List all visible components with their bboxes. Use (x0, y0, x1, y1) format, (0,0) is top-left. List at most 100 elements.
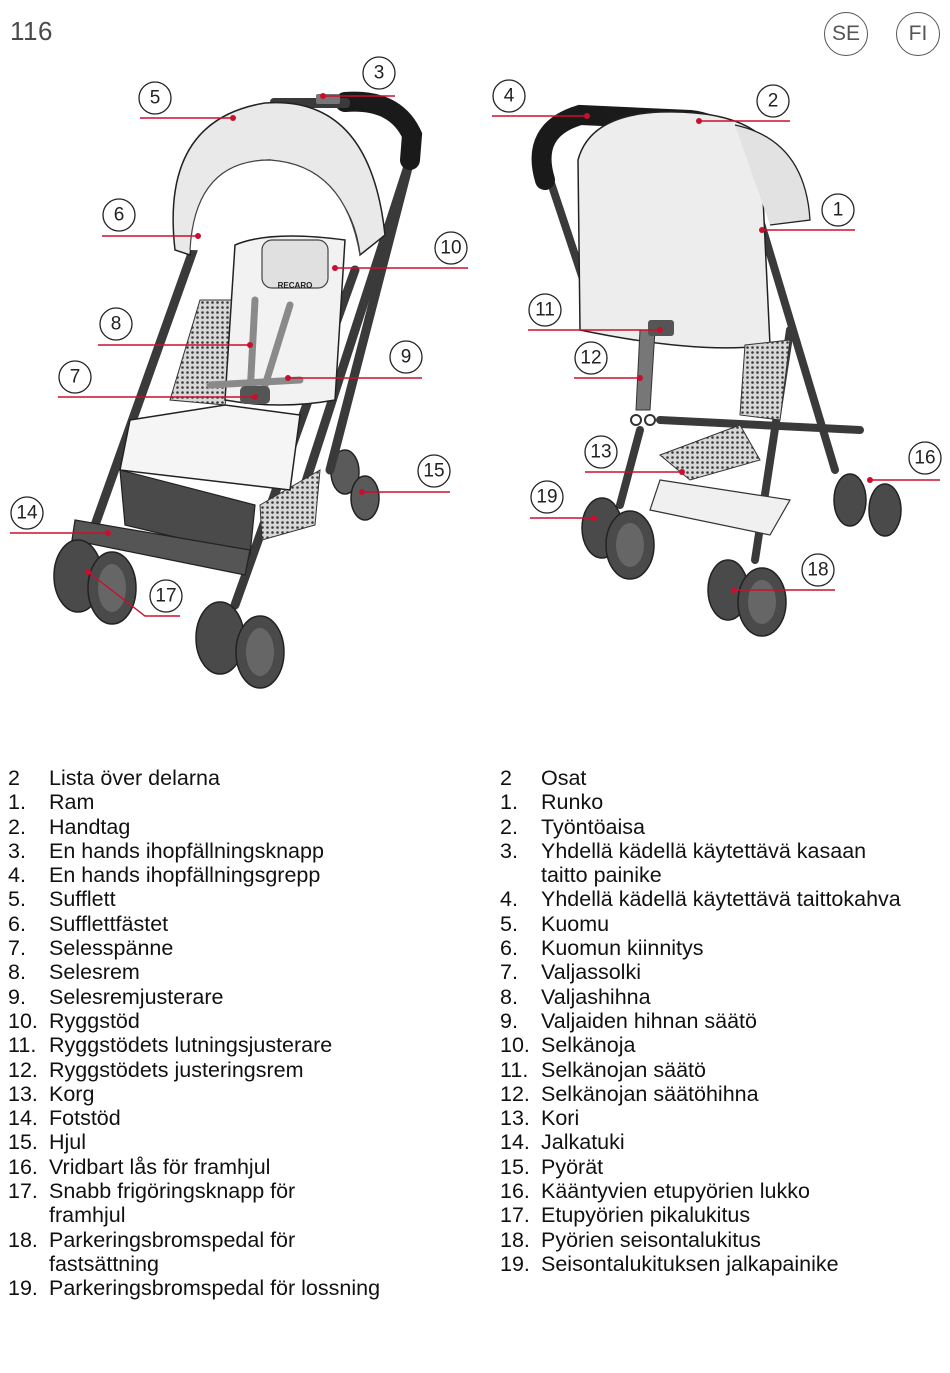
callout-8: 8 (99, 307, 133, 341)
svg-text:19: 19 (536, 487, 557, 508)
item-number: 17. (8, 1179, 38, 1204)
callout-15: 15 (417, 454, 451, 488)
item-number: 10. (8, 1008, 38, 1033)
item-text: Yhdellä kädellä käytettävä taittokahva (541, 887, 901, 912)
item-text: Seisontalukituksen jalkapainike (541, 1251, 839, 1276)
leaders-right (492, 113, 940, 593)
list-item: 2.Työntöaisa (500, 815, 950, 839)
list-item: 18.Pyörien seisontalukitus (500, 1228, 950, 1252)
item-number: 12. (8, 1057, 38, 1082)
list-item: 6.Kuomun kiinnitys (500, 936, 950, 960)
item-number: 2. (8, 814, 26, 839)
list-item: 16.Kääntyvien etupyörien lukko (500, 1179, 950, 1203)
item-text: Yhdellä kädellä käytettävä kasaan (541, 838, 867, 863)
list-item: 13.Kori (500, 1106, 950, 1130)
callouts-left: 5 3 6 10 8 9 7 15 14 17 (10, 56, 468, 613)
front-view-harness (206, 296, 304, 399)
item-number: 7. (8, 936, 26, 961)
item-text: Pyörät (541, 1154, 604, 1179)
item-text: En hands ihopfällningsgrepp (49, 863, 321, 888)
callout-18: 18 (801, 553, 835, 587)
list-item: 2. Handtag (8, 815, 468, 839)
item-number: 12. (500, 1081, 530, 1106)
list-item: 10.Selkänoja (500, 1033, 950, 1057)
left-rear-wheels (330, 449, 380, 521)
list-item: 16.Vridbart lås för framhjul (8, 1155, 468, 1179)
callout-2: 2 (756, 84, 790, 118)
svg-text:14: 14 (16, 503, 38, 524)
callout-11: 11 (528, 293, 562, 327)
item-number: 14. (500, 1130, 530, 1155)
section-heading: Lista över delarna (49, 766, 220, 790)
list-item: 1.Ram (8, 790, 468, 814)
list-item: 10. Ryggstöd (8, 1009, 468, 1033)
front-view-handle (335, 91, 423, 170)
list-item: 4. Yhdellä kädellä käytettävä taittokahva (500, 887, 950, 911)
callout-3: 3 (362, 56, 396, 90)
item-text: Kuomu (541, 911, 610, 936)
item-number: 19. (500, 1251, 530, 1276)
item-text: Ryggstödets justeringsrem (49, 1057, 304, 1082)
list-item: 17.Snabb frigöringsknapp för (8, 1179, 468, 1203)
callout-9: 9 (389, 340, 423, 374)
rear-view-wheels (581, 473, 902, 637)
callouts-right: 4 2 1 11 12 13 16 19 18 (492, 79, 942, 587)
item-number: 4. (500, 887, 518, 912)
svg-text:10: 10 (440, 238, 461, 259)
section-heading: Osat (541, 766, 587, 790)
item-number: 9. (500, 1008, 518, 1033)
list-item: 4.En hands ihopfällningsgrepp (8, 863, 468, 887)
callout-7: 7 (58, 360, 92, 394)
callout-17: 17 (149, 579, 183, 613)
list-item: 3.En hands ihopfällningsknapp (8, 839, 468, 863)
item-number: 1. (500, 790, 518, 815)
item-text: Selkänojan säätöhihna (541, 1081, 759, 1106)
item-number: 1. (8, 790, 26, 815)
language-badge-se: SE (824, 12, 868, 56)
item-text: Jalkatuki (541, 1130, 625, 1155)
item-number (8, 1252, 49, 1276)
recaro-logo: RECARO (278, 281, 313, 290)
item-text: Työntöaisa (541, 814, 645, 839)
stroller-rear-view (531, 104, 902, 637)
front-view-front-wheels (53, 539, 285, 689)
svg-text:1: 1 (833, 200, 844, 221)
svg-text:9: 9 (401, 347, 412, 368)
item-text: Selesspänne (49, 936, 174, 961)
item-text: Ryggstöd (49, 1008, 140, 1033)
callout-13: 13 (584, 435, 618, 469)
list-item: 6.Sufflettfästet (8, 912, 468, 936)
item-number: 18. (8, 1227, 38, 1252)
item-number: 8. (8, 960, 26, 985)
item-number: 5. (500, 911, 518, 936)
list-item: 8.Selesrem (8, 960, 468, 984)
item-text: Sufflett (49, 887, 116, 912)
list-item: 7. Selesspänne (8, 936, 468, 960)
item-text: Valjaiden hihnan säätö (541, 1008, 757, 1033)
list-item: taitto painike (500, 863, 950, 887)
list-item: 14. Jalkatuki (500, 1130, 950, 1154)
list-item: 1.Runko (500, 790, 950, 814)
section-number: 2 (8, 766, 20, 790)
item-text: Valjashihna (541, 984, 651, 1009)
callout-10: 10 (434, 231, 468, 265)
item-number: 19. (8, 1276, 38, 1301)
list-item: 3. Yhdellä kädellä käytettävä kasaan (500, 839, 950, 863)
item-text: Valjassolki (541, 960, 641, 985)
item-number: 15. (8, 1130, 38, 1155)
list-item: fastsättning (8, 1252, 468, 1276)
item-text: Handtag (49, 814, 131, 839)
item-text: Etupyörien pikalukitus (541, 1203, 751, 1228)
item-number: 3. (500, 838, 518, 863)
callout-14: 14 (10, 496, 44, 530)
list-item: 9. Valjaiden hihnan säätö (500, 1009, 950, 1033)
svg-text:17: 17 (155, 586, 176, 607)
list-item: 12. Ryggstödets justeringsrem (8, 1058, 468, 1082)
list-item: 8.Valjashihna (500, 985, 950, 1009)
svg-text:15: 15 (423, 461, 444, 482)
item-number: 13. (8, 1081, 38, 1106)
item-text: Parkeringsbromspedal för (49, 1227, 296, 1252)
